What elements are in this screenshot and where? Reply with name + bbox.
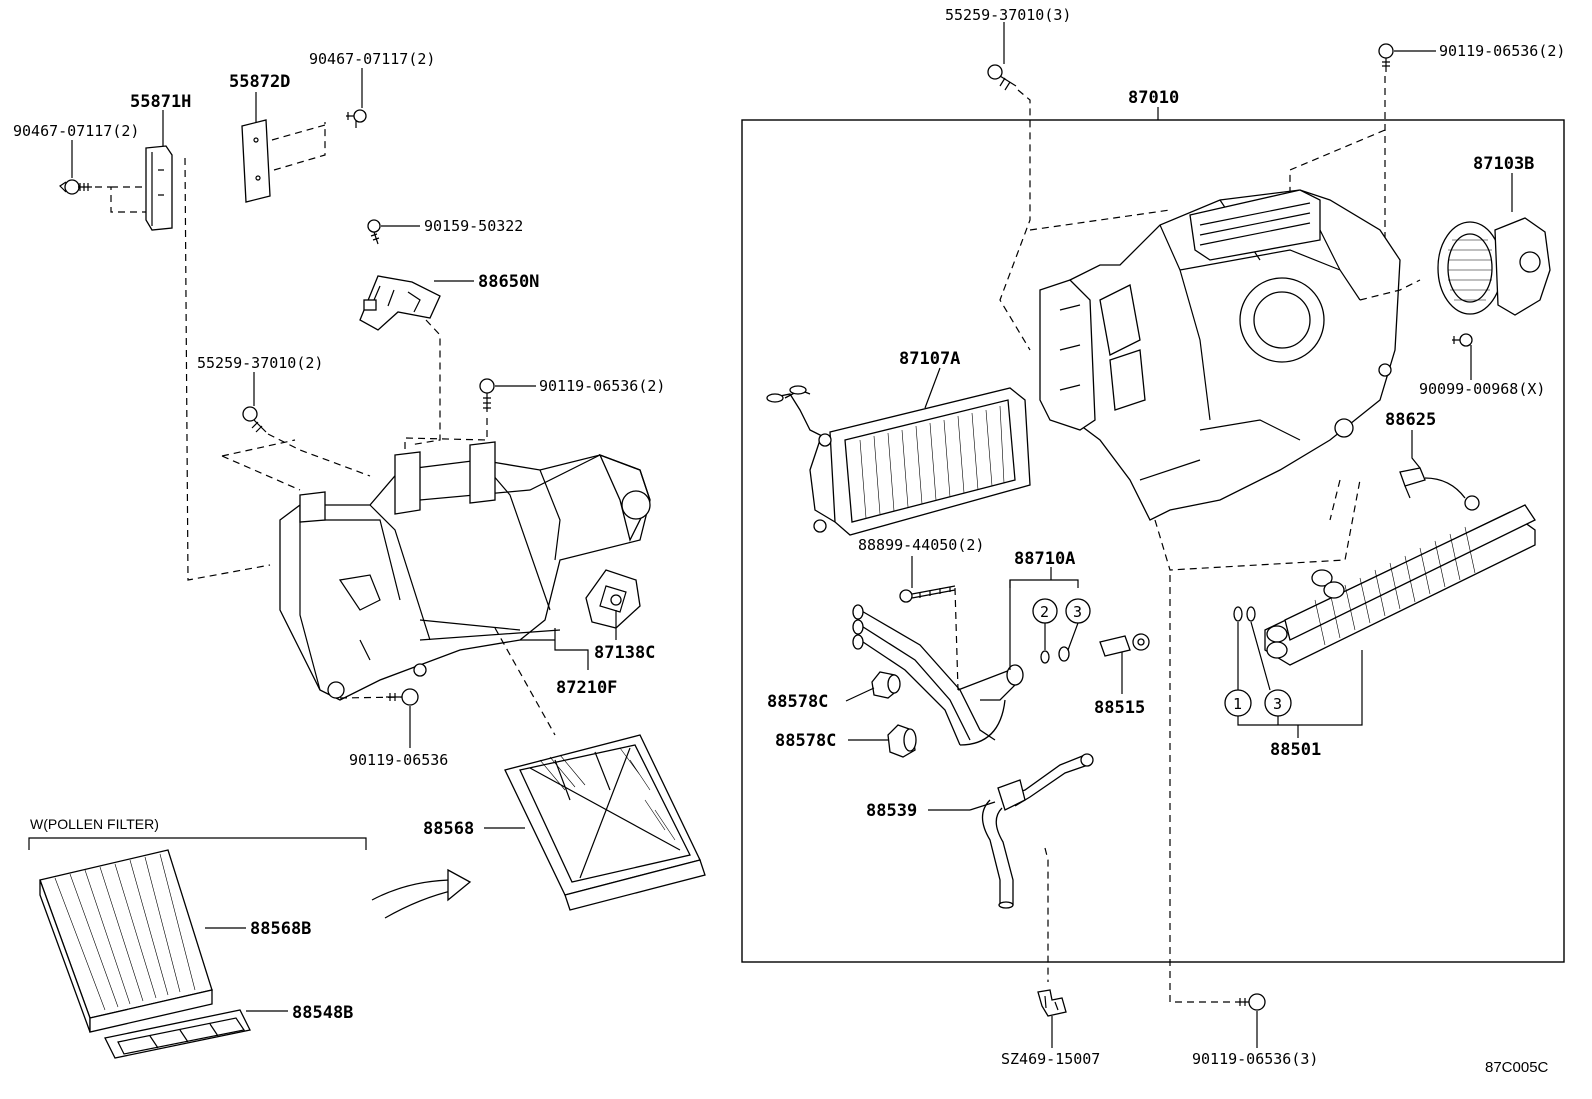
filter-housing-88568-icon	[504, 734, 706, 911]
label-88710a: 88710A	[1014, 549, 1075, 569]
label-87138c: 87138C	[594, 643, 655, 663]
label-90119-bottom-right: 90119-06536(3)	[1192, 1050, 1318, 1068]
servo-87138c-icon	[585, 569, 641, 629]
svg-text:1: 1	[1233, 695, 1242, 713]
callout-circle-2: 2	[1032, 598, 1058, 624]
replacement-arrow-icon	[371, 868, 472, 919]
label-55259-left: 55259-37010(2)	[197, 354, 323, 372]
screw-90467-left-icon	[59, 179, 92, 195]
grommet-88578c-1-icon	[871, 671, 901, 699]
label-88625: 88625	[1385, 410, 1436, 430]
label-88578c-1: 88578C	[767, 692, 828, 712]
label-88650n: 88650N	[478, 272, 539, 292]
screw-90467-top-icon	[346, 109, 367, 128]
blower-case-87010-icon	[1039, 189, 1401, 521]
clip-sz469-15007-icon	[1037, 989, 1067, 1017]
label-88578c-2: 88578C	[775, 731, 836, 751]
svg-text:3: 3	[1273, 695, 1282, 713]
label-88568: 88568	[423, 819, 474, 839]
label-55872d: 55872D	[229, 72, 290, 92]
label-90159: 90159-50322	[424, 217, 523, 235]
screw-55259-left-icon	[242, 406, 267, 433]
label-87107a: 87107A	[899, 349, 960, 369]
screw-90119-left-top-icon	[479, 378, 495, 412]
label-87103b: 87103B	[1473, 154, 1534, 174]
label-90119-left-top: 90119-06536(2)	[539, 377, 665, 395]
label-88501: 88501	[1270, 740, 1321, 760]
callout-circle-1: 1	[1224, 689, 1252, 717]
label-55259-top: 55259-37010(3)	[945, 6, 1071, 24]
pollen-filter-88568b-icon	[39, 849, 213, 1033]
screw-55259-top-icon	[987, 64, 1017, 91]
label-88515: 88515	[1094, 698, 1145, 718]
label-90099: 90099-00968(X)	[1419, 380, 1545, 398]
plate-55872d-icon	[241, 119, 271, 203]
label-90467-left: 90467-07117(2)	[13, 122, 139, 140]
callout-circle-3-a: 3	[1065, 598, 1091, 624]
label-88568b: 88568B	[250, 919, 311, 939]
evaporator-88501-icon	[1264, 504, 1536, 666]
sensor-88625-icon	[1399, 467, 1480, 511]
svg-text:3: 3	[1073, 603, 1082, 621]
assembly-87010-box	[741, 119, 1565, 963]
drain-hose-88539-icon	[981, 753, 1094, 909]
label-55871h: 55871H	[130, 92, 191, 112]
svg-text:2: 2	[1040, 603, 1049, 621]
label-88539: 88539	[866, 801, 917, 821]
blower-motor-87103b-icon	[1437, 217, 1551, 316]
pollen-filter-bracket	[28, 837, 367, 850]
callout-circle-3-b: 3	[1264, 689, 1292, 717]
label-90119-left-bottom: 90119-06536	[349, 751, 448, 769]
label-sz469: SZ469-15007	[1001, 1050, 1100, 1068]
screw-90119-top-right-icon	[1378, 43, 1394, 72]
filter-frame-88548b-icon	[104, 1009, 251, 1059]
heater-core-87107a-icon	[766, 385, 1031, 536]
ac-pipes-icon	[852, 604, 1024, 746]
screw-90099-icon	[1452, 333, 1473, 347]
label-87210f: 87210F	[556, 678, 617, 698]
label-90119-top-right: 90119-06536(2)	[1439, 42, 1565, 60]
screw-90159-icon	[367, 219, 381, 245]
diagram-code: 87C005C	[1485, 1059, 1549, 1076]
air-duct-unit-87210f-icon	[279, 441, 651, 701]
bracket-55871h-icon	[145, 145, 173, 231]
label-88899: 88899-44050(2)	[858, 536, 984, 554]
grommet-88578c-2-icon	[887, 724, 917, 758]
expansion-valve-88515-icon	[1099, 633, 1150, 657]
label-87010: 87010	[1128, 88, 1179, 108]
screw-90119-bottom-right-icon	[1235, 993, 1266, 1011]
resistor-88650n-icon	[359, 275, 441, 331]
pollen-filter-group-title: W(POLLEN FILTER)	[30, 816, 159, 832]
bolt-88899-icon	[899, 585, 956, 603]
label-88548b: 88548B	[292, 1003, 353, 1023]
screw-90119-left-bottom-icon	[386, 688, 419, 706]
label-90467-top: 90467-07117(2)	[309, 50, 435, 68]
